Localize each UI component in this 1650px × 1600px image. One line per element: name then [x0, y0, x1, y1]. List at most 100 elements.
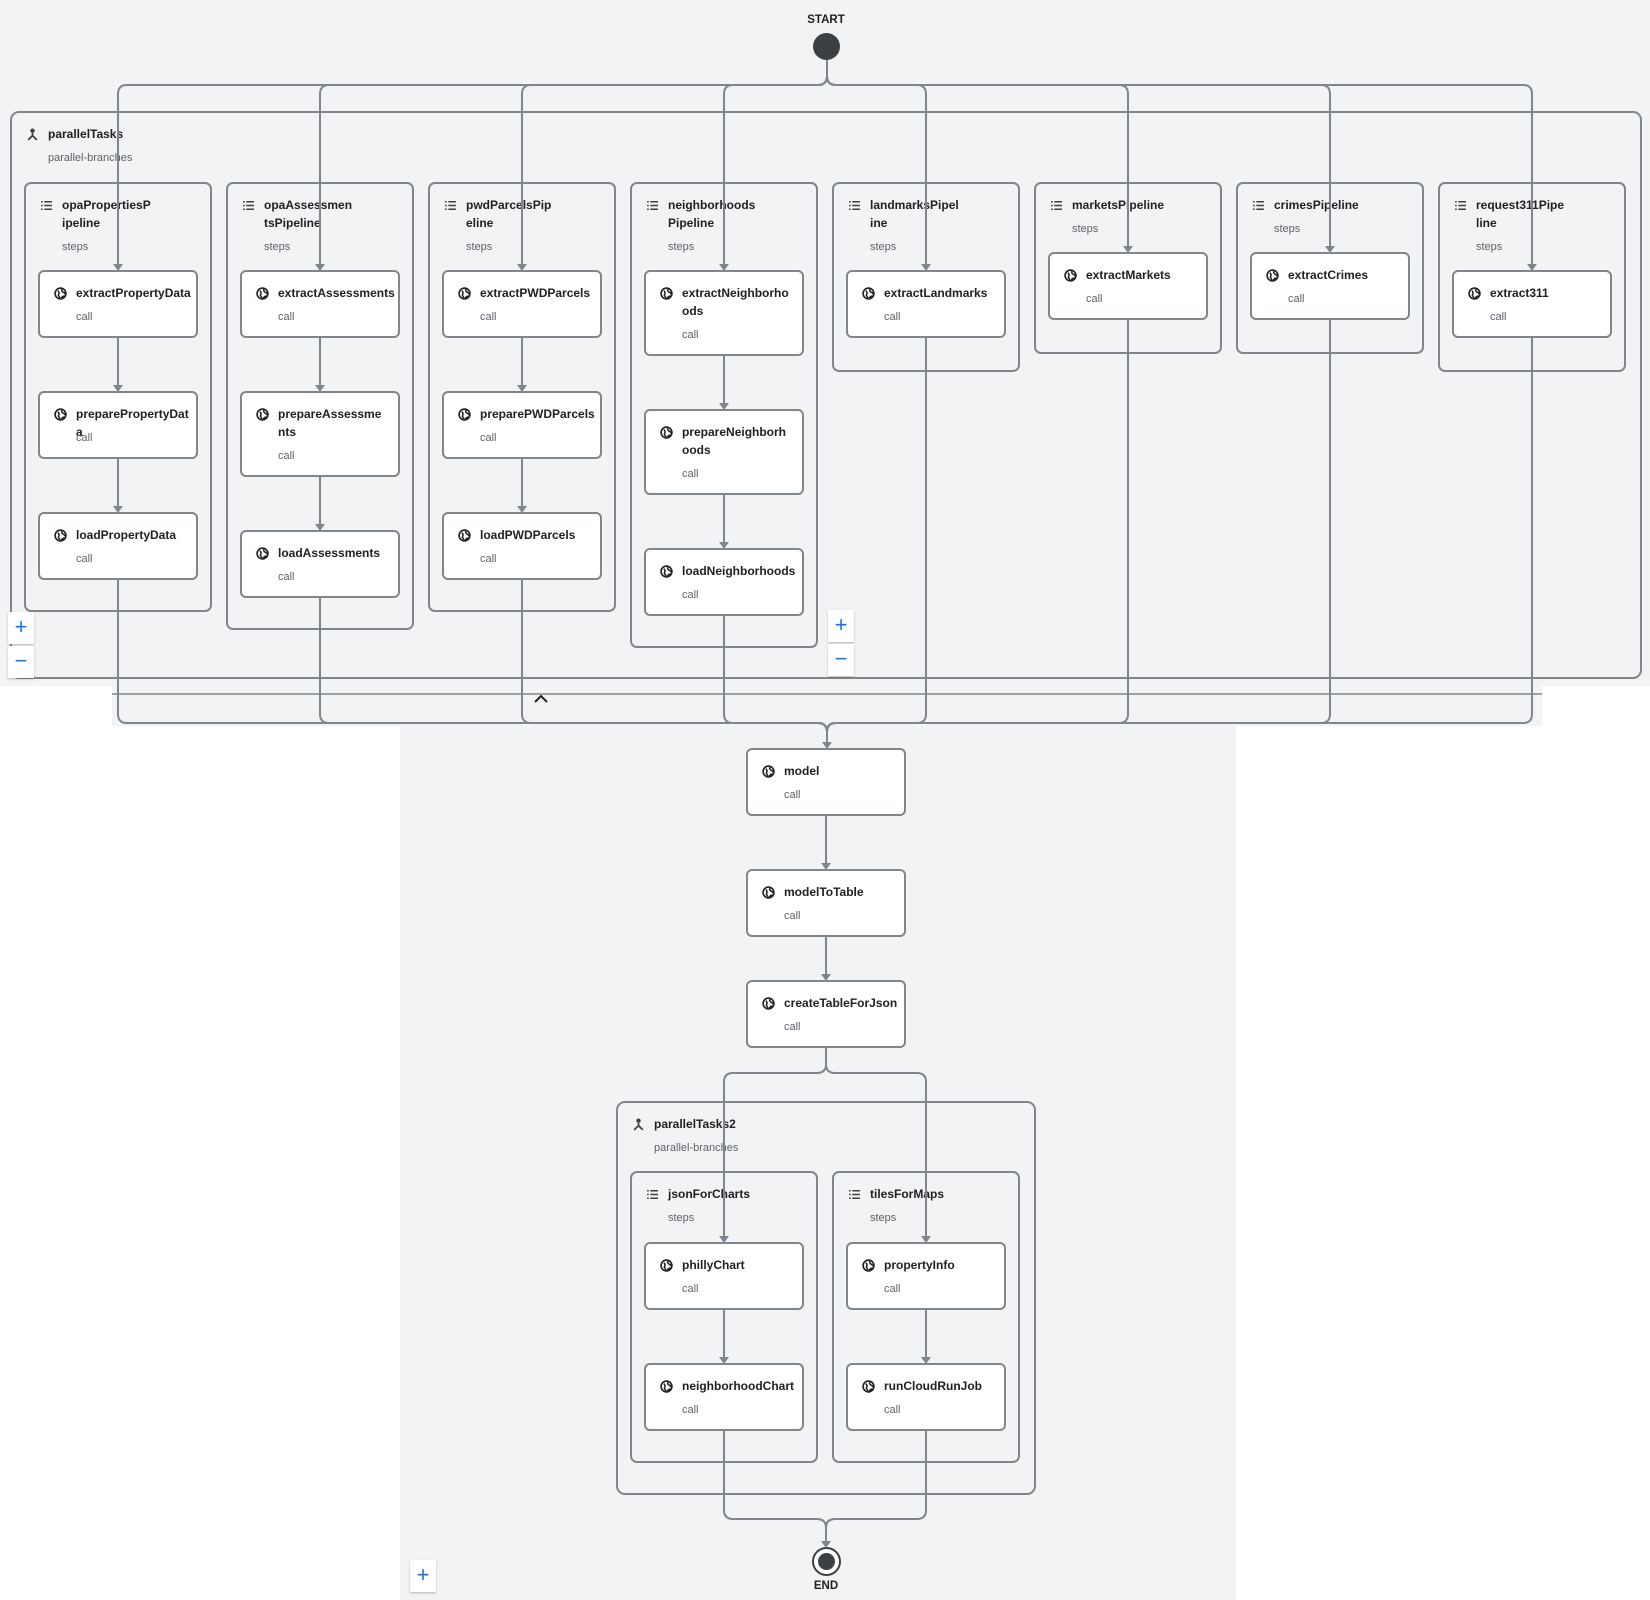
step-extract-landmarks[interactable]: extractLandmarks call: [846, 270, 1006, 338]
call-globe-icon: [1064, 269, 1077, 282]
step-kind: call: [884, 311, 901, 323]
step-kind: call: [76, 432, 93, 444]
step-neighborhood-chart[interactable]: neighborhoodChart call: [644, 1363, 804, 1431]
group-type: parallel-branches: [48, 152, 133, 164]
call-globe-icon: [54, 408, 67, 421]
call-globe-icon: [458, 529, 471, 542]
call-globe-icon: [660, 1259, 673, 1272]
step-kind: call: [884, 1404, 901, 1416]
branch-title: request311Pipeline: [1476, 198, 1565, 230]
step-prepare-assessments[interactable]: prepareAssessments call: [240, 391, 400, 477]
steps-list-icon: [849, 200, 860, 211]
step-extract-311[interactable]: extract311 call: [1452, 270, 1612, 338]
step-name: createTableForJson: [784, 996, 898, 1010]
step-load-pwd-parcels[interactable]: loadPWDParcels call: [442, 512, 602, 580]
step-extract-crimes[interactable]: extractCrimes call: [1250, 252, 1410, 320]
step-extract-assessments[interactable]: extractAssessments call: [240, 270, 400, 338]
call-globe-icon: [660, 287, 673, 300]
step-name: loadPWDParcels: [480, 528, 576, 542]
group-type: parallel-branches: [654, 1142, 739, 1154]
zoom-in-button[interactable]: +: [828, 610, 854, 642]
step-extract-pwd-parcels[interactable]: extractPWDParcels call: [442, 270, 602, 338]
branch-type: steps: [264, 241, 291, 253]
group-title: parallelTasks: [48, 127, 124, 141]
step-extract-neighborhoods[interactable]: extractNeighborhoods call: [644, 270, 804, 356]
step-extract-property-data[interactable]: extractPropertyData call: [38, 270, 198, 338]
parallel-branches-icon: [27, 128, 38, 141]
step-name: propertyInfo: [884, 1258, 955, 1272]
zoom-out-button[interactable]: −: [8, 646, 34, 678]
call-globe-icon: [862, 287, 875, 300]
call-globe-icon: [660, 426, 673, 439]
step-name: extractNeighborhoods: [682, 286, 789, 318]
start-label: START: [807, 14, 845, 26]
step-load-property-data[interactable]: loadPropertyData call: [38, 512, 198, 580]
zoom-in-button[interactable]: +: [410, 1560, 436, 1592]
step-philly-chart[interactable]: phillyChart call: [644, 1242, 804, 1310]
step-run-cloud-run-job[interactable]: runCloudRunJob call: [846, 1363, 1006, 1431]
step-name: preparePWDParcels: [480, 407, 595, 421]
step-load-assessments[interactable]: loadAssessments call: [240, 530, 400, 598]
step-name: loadAssessments: [278, 546, 381, 560]
call-globe-icon: [862, 1259, 875, 1272]
branch-type: steps: [870, 1212, 897, 1224]
step-name: neighborhoodChart: [682, 1379, 794, 1393]
step-name: prepareNeighborhoods: [682, 425, 787, 457]
step-kind: call: [1086, 293, 1103, 305]
step-kind: call: [682, 1404, 699, 1416]
step-create-table-for-json[interactable]: createTableForJson call: [746, 980, 906, 1048]
steps-list-icon: [445, 200, 456, 211]
steps-list-icon: [1253, 200, 1264, 211]
branch-title: marketsPipeline: [1072, 198, 1165, 212]
call-globe-icon: [54, 529, 67, 542]
branch-title: neighborhoodsPipeline: [668, 198, 756, 230]
canvas-background: [112, 686, 1542, 726]
step-kind: call: [278, 571, 295, 583]
step-name: loadPropertyData: [76, 528, 177, 542]
branch-title: opaPropertiesPipeline: [62, 198, 151, 230]
steps-list-icon: [647, 200, 658, 211]
step-kind: call: [682, 329, 699, 341]
branch-title: crimesPipeline: [1274, 198, 1359, 212]
branch-type: steps: [1476, 241, 1503, 253]
steps-list-icon: [41, 200, 52, 211]
step-property-info[interactable]: propertyInfo call: [846, 1242, 1006, 1310]
step-kind: call: [682, 1283, 699, 1295]
zoom-in-button[interactable]: +: [8, 612, 34, 644]
start-node[interactable]: [813, 33, 840, 60]
step-name: prepareAssessments: [278, 407, 382, 439]
step-kind: call: [784, 789, 801, 801]
step-prepare-property-data[interactable]: preparePropertyData call: [38, 391, 198, 459]
step-model-to-table[interactable]: modelToTable call: [746, 869, 906, 937]
step-kind: call: [884, 1283, 901, 1295]
call-globe-icon: [762, 886, 775, 899]
call-globe-icon: [660, 565, 673, 578]
step-name: preparePropertyData: [76, 407, 189, 439]
branch-type: steps: [466, 241, 493, 253]
step-kind: call: [480, 553, 497, 565]
step-kind: call: [1490, 311, 1507, 323]
step-kind: call: [278, 311, 295, 323]
step-name: extractPropertyData: [76, 286, 191, 300]
end-label: END: [813, 1580, 839, 1592]
branch-title: tilesForMaps: [870, 1187, 945, 1201]
call-globe-icon: [762, 765, 775, 778]
step-kind: call: [278, 450, 295, 462]
branch-type: steps: [668, 241, 695, 253]
end-node[interactable]: [812, 1547, 841, 1576]
step-prepare-pwd-parcels[interactable]: preparePWDParcels call: [442, 391, 602, 459]
step-prepare-neighborhoods[interactable]: prepareNeighborhoods call: [644, 409, 804, 495]
step-kind: call: [76, 311, 93, 323]
step-model[interactable]: model call: [746, 748, 906, 816]
branch-title: opaAssessmentsPipeline: [264, 198, 353, 230]
step-kind: call: [784, 1021, 801, 1033]
zoom-out-button[interactable]: −: [828, 644, 854, 676]
branch-type: steps: [1072, 223, 1099, 235]
step-name: runCloudRunJob: [884, 1379, 982, 1393]
step-name: loadNeighborhoods: [682, 564, 796, 578]
step-name: modelToTable: [784, 885, 864, 899]
step-kind: call: [682, 468, 699, 480]
steps-list-icon: [1051, 200, 1062, 211]
step-extract-markets[interactable]: extractMarkets call: [1048, 252, 1208, 320]
step-load-neighborhoods[interactable]: loadNeighborhoods call: [644, 548, 804, 616]
